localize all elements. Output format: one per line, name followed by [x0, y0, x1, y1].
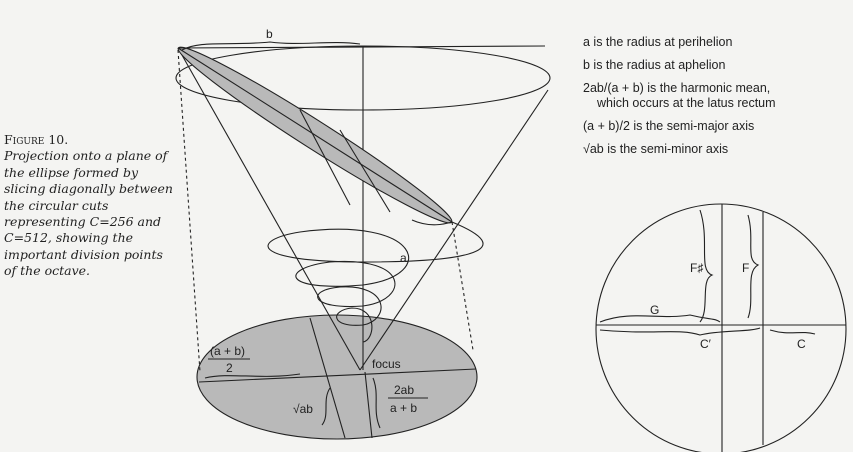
label-b: b [266, 27, 273, 41]
figure-number: Figure 10. [4, 132, 69, 147]
projected-ellipse [196, 314, 478, 440]
legend: a is the radius at perihelion b is the r… [583, 35, 776, 165]
spiral [267, 221, 484, 343]
legend-item: a is the radius at perihelion [583, 35, 733, 49]
circle-diagram [595, 203, 847, 452]
label-c: C [797, 337, 806, 351]
label-f: F [742, 261, 749, 275]
label-semi-major-den: 2 [226, 361, 233, 375]
label-semi-major-num: (a + b) [210, 344, 245, 358]
legend-item: which occurs at the latus rectum [597, 96, 776, 110]
label-a: a [400, 251, 407, 265]
cone-side-right [359, 89, 549, 371]
cone-side-left [177, 47, 361, 371]
label-harmonic-den: a + b [390, 401, 417, 415]
legend-item: b is the radius at aphelion [583, 58, 726, 72]
legend-item: 2ab/(a + b) is the harmonic mean, [583, 81, 771, 95]
legend-item: (a + b)/2 is the semi-major axis [583, 119, 755, 133]
label-c-prime: C′ [700, 337, 712, 351]
label-harmonic-num: 2ab [394, 383, 414, 397]
caption-text: Projection onto a plane of the ellipse f… [4, 148, 173, 279]
legend-item: √ab is the semi-minor axis [583, 142, 729, 156]
label-focus: focus [372, 357, 401, 371]
figure-caption: Figure 10. Projection onto a plane of th… [4, 132, 179, 280]
label-sqrt-ab: √ab [293, 402, 313, 416]
label-g: G [650, 303, 659, 317]
label-f-sharp: F♯ [690, 261, 703, 275]
